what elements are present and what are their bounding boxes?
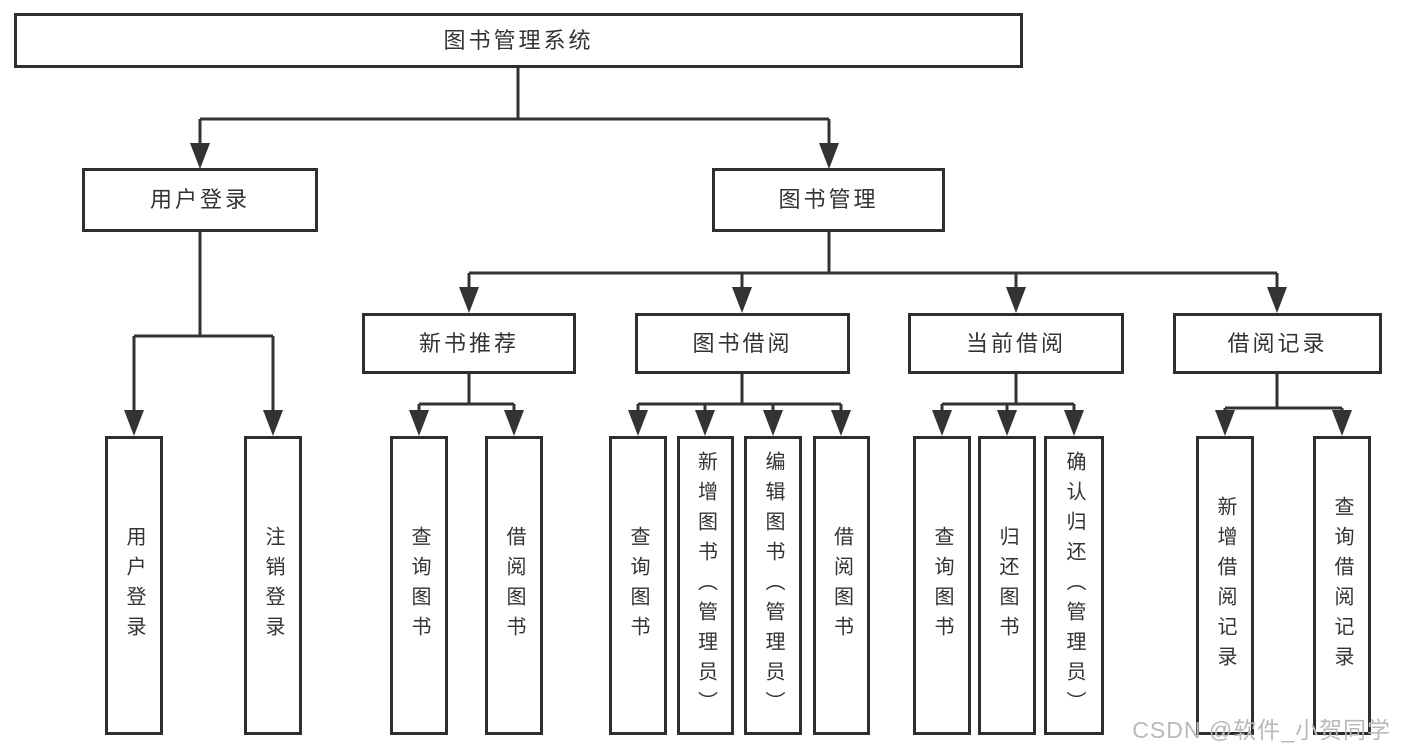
leaf-return-books: 归还图书 [978, 436, 1036, 735]
node-label: 用户登录 [149, 187, 250, 212]
node-current-borrowing: 当前借阅 [908, 313, 1124, 374]
leaf-label: 借阅图书 [830, 525, 853, 646]
leaf-edit-books-admin: 编辑图书（管理员） [744, 436, 802, 735]
leaf-add-borrow-record: 新增借阅记录 [1196, 436, 1254, 735]
leaf-label: 查询图书 [931, 525, 953, 646]
leaf-add-books-admin: 新增图书（管理员） [677, 436, 734, 735]
leaf-confirm-return-admin: 确认归还（管理员） [1044, 436, 1104, 735]
node-book-management: 图书管理 [712, 168, 945, 232]
node-user-login: 用户登录 [82, 168, 318, 232]
arrowheads [124, 143, 1352, 436]
leaf-label: 确认归还（管理员） [1063, 450, 1085, 721]
node-new-book-recommend: 新书推荐 [362, 313, 576, 374]
leaf-label: 查询借阅记录 [1331, 495, 1353, 676]
node-label: 借阅记录 [1227, 330, 1328, 356]
leaf-label: 查询图书 [408, 525, 430, 646]
leaf-label: 注销登录 [262, 525, 284, 646]
leaf-query-books-borrowing: 查询图书 [609, 436, 667, 735]
node-label: 图书借阅 [692, 330, 793, 356]
leaf-label: 查询图书 [627, 525, 649, 646]
leaf-borrow-books: 借阅图书 [813, 436, 870, 735]
leaf-borrow-books-recommend: 借阅图书 [485, 436, 543, 735]
node-label: 新书推荐 [418, 330, 519, 356]
leaf-label: 归还图书 [996, 525, 1018, 646]
leaf-label: 编辑图书（管理员） [762, 450, 784, 721]
leaf-label: 新增图书（管理员） [694, 450, 717, 721]
leaf-label: 借阅图书 [503, 525, 525, 646]
leaf-query-books-current: 查询图书 [913, 436, 971, 735]
node-label: 图书管理 [778, 187, 879, 212]
node-label: 图书管理系统 [443, 27, 594, 53]
leaf-query-books-recommend: 查询图书 [390, 436, 448, 735]
leaf-query-borrow-record: 查询借阅记录 [1313, 436, 1371, 735]
leaf-logout: 注销登录 [244, 436, 302, 735]
node-borrow-records: 借阅记录 [1173, 313, 1382, 374]
leaf-label: 新增借阅记录 [1214, 495, 1236, 676]
csdn-watermark: CSDN @软件_小贺同学 [1132, 717, 1391, 743]
node-book-borrowing: 图书借阅 [635, 313, 850, 374]
leaf-label: 用户登录 [123, 525, 145, 646]
node-library-management-system: 图书管理系统 [14, 13, 1023, 68]
leaf-user-login: 用户登录 [105, 436, 163, 735]
node-label: 当前借阅 [965, 330, 1066, 356]
